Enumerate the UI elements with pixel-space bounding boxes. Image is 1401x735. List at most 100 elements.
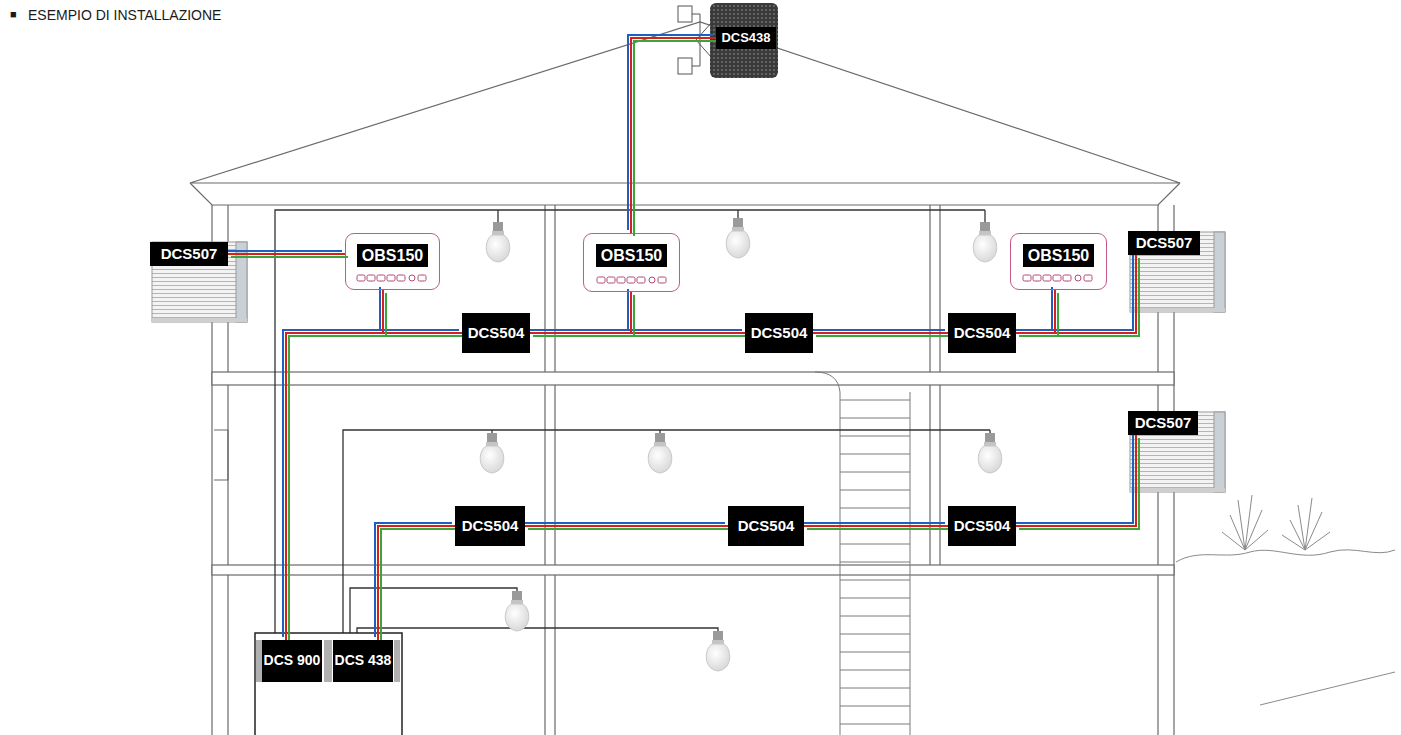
module-box: DCS504	[745, 313, 813, 353]
keypad-box: OBS150	[583, 233, 680, 292]
roof-sensor	[710, 3, 778, 78]
bus-wire	[375, 523, 452, 637]
keypad-label: OBS150	[357, 244, 428, 267]
bus-cable	[810, 330, 951, 336]
lamps	[726, 218, 749, 258]
bus-wire	[525, 525, 728, 527]
bus-cable	[522, 523, 731, 529]
bus-cable	[628, 35, 719, 236]
bus-wire	[1016, 435, 1136, 526]
bus-wire	[813, 332, 948, 334]
control-cabinet	[255, 633, 402, 735]
bus-wire	[801, 522, 945, 524]
garden	[1222, 495, 1268, 550]
staircase	[840, 392, 910, 735]
lamps	[706, 631, 729, 671]
module-box: DCS504	[948, 313, 1016, 353]
device-code: DCS507	[1136, 234, 1193, 252]
bus-wire	[1013, 252, 1133, 330]
device-code: DCS507	[161, 245, 218, 263]
device-code: DCS504	[954, 517, 1011, 535]
keypad-label: OBS150	[596, 244, 667, 267]
bus-cable	[283, 330, 465, 643]
keypad-box: OBS150	[1010, 233, 1107, 290]
bus-wire	[1058, 258, 1139, 336]
device-code: DCS504	[751, 324, 808, 342]
house-outline	[545, 575, 555, 735]
module-box: DCS 900	[262, 640, 322, 682]
device-code: DCS504	[468, 324, 525, 342]
lighting-wires	[275, 210, 990, 633]
keypads	[1023, 275, 1092, 281]
device-code: DCS438	[721, 30, 770, 46]
diagram-title: ESEMPIO DI INSTALLAZIONE	[28, 7, 221, 23]
bus-cable	[628, 289, 748, 336]
garden	[1282, 498, 1330, 550]
house-outline	[212, 565, 1174, 575]
device-tag: DCS507	[1128, 231, 1200, 255]
device-code: DCS507	[1135, 414, 1192, 432]
device-code: DCS 438	[335, 653, 392, 668]
module-box: DCS504	[948, 506, 1016, 546]
bus-wire	[380, 287, 459, 330]
house-outline	[545, 385, 940, 565]
bus-cable	[1013, 252, 1139, 336]
roof-sensor	[678, 58, 692, 74]
lamps	[973, 222, 996, 262]
staircase	[840, 400, 910, 724]
house-outline	[212, 372, 1174, 385]
keypads	[357, 275, 1092, 283]
module-box: DCS504	[462, 313, 530, 353]
bus-wire	[283, 330, 459, 637]
bus-wire	[528, 528, 731, 530]
shutters	[152, 232, 1225, 492]
garden	[1176, 495, 1395, 705]
module-box: DCS 438	[333, 640, 393, 682]
device-code: DCS504	[954, 324, 1011, 342]
bus-wire	[816, 335, 951, 337]
lamps	[978, 433, 1001, 473]
control-cabinet	[255, 633, 402, 735]
bus-cable	[1052, 252, 1139, 336]
module-box: DCS504	[728, 506, 804, 546]
garden	[1176, 550, 1395, 562]
bus-wire	[628, 289, 742, 330]
lamps	[480, 433, 503, 473]
lamps	[505, 591, 528, 631]
keypad-box: OBS150	[345, 233, 440, 290]
bus-wire	[381, 529, 458, 643]
control-cabinet	[256, 640, 262, 682]
bus-wire	[810, 329, 945, 331]
bus-cable	[380, 287, 465, 336]
house-outline	[190, 22, 1180, 735]
shutters	[1130, 412, 1225, 492]
bus-wire	[225, 250, 342, 252]
roof-sensor	[678, 6, 692, 22]
bus-cable	[225, 251, 348, 257]
bus-wire	[231, 256, 348, 258]
device-tag: DCS507	[150, 242, 228, 266]
device-code: DCS504	[462, 517, 519, 535]
lighting-wires	[357, 628, 718, 633]
house-outline	[545, 205, 940, 372]
bus-wire	[1016, 255, 1136, 333]
garden	[1260, 672, 1395, 705]
lighting-wires	[343, 430, 990, 633]
bus-wire	[631, 292, 745, 333]
bus-wire	[628, 35, 713, 230]
bullet-mark: ■	[10, 8, 17, 20]
bus-wire	[228, 253, 345, 255]
lamps	[480, 218, 1001, 671]
bus-wire	[1052, 252, 1133, 330]
bus-wire	[386, 293, 465, 336]
control-cabinet	[324, 640, 332, 682]
bus-cable	[1013, 432, 1139, 529]
lamps	[486, 222, 509, 262]
bus-wire	[1055, 255, 1136, 333]
bus-wire	[1013, 432, 1133, 523]
bus-wire	[1019, 258, 1139, 336]
house-outline	[190, 22, 1180, 183]
bus-cable	[375, 523, 458, 643]
